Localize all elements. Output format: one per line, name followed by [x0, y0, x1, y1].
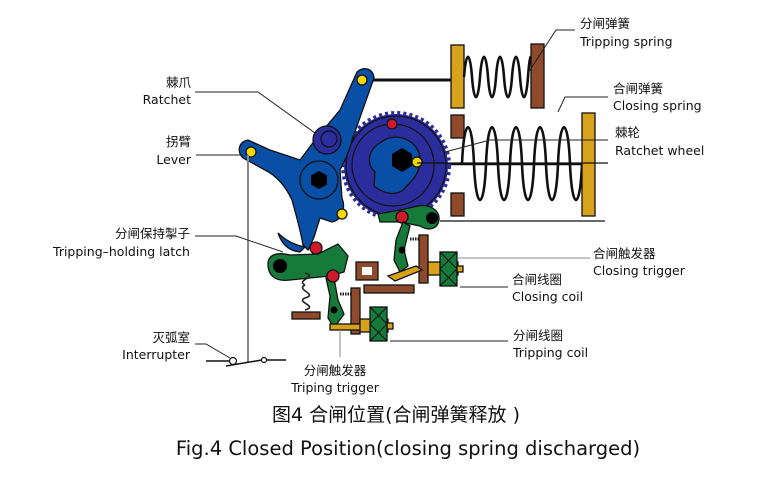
closing-trigger-link	[386, 265, 424, 282]
tripping-spring-brown-plate	[530, 43, 545, 109]
label-ratchet: 棘爪 Ratchet	[143, 75, 192, 107]
main-lever	[238, 67, 375, 253]
label-tripping-holding-latch-zh: 分闸保持掣子	[115, 226, 190, 241]
label-tripping-holding-latch-en: Tripping–holding latch	[52, 244, 190, 259]
leader-interrupter	[195, 343, 231, 359]
figure-caption-en: Fig.4 Closed Position(closing spring dis…	[176, 437, 640, 460]
closing-latch-red-pin	[395, 210, 409, 224]
lever-bottom-yellow-pin	[336, 208, 348, 220]
leader-closing-spring	[557, 96, 608, 113]
leader-ratchet	[195, 91, 316, 134]
closing-coil	[439, 251, 458, 287]
interrupter-contact-left	[228, 356, 238, 366]
interrupter-switch	[206, 356, 286, 367]
tripping-spring	[462, 55, 535, 99]
label-closing-trigger-zh: 合闸触发器	[593, 246, 656, 261]
lever-hook	[277, 232, 307, 253]
trip-trigger-red-pin	[326, 269, 340, 283]
label-closing-trigger: 合闸触发器 Closing trigger	[593, 246, 686, 278]
label-ratchet-wheel-zh: 棘轮	[615, 125, 640, 140]
closing-trigger-pivot	[398, 246, 406, 254]
latch-body	[267, 243, 349, 282]
label-lever-en: Lever	[156, 152, 192, 167]
closing-plunger-tip	[456, 265, 464, 273]
trip-plunger-tip	[386, 322, 394, 330]
interrupter-blade	[225, 359, 263, 367]
label-closing-spring-zh: 合闸弹簧	[613, 81, 663, 96]
ratchet-wheel	[341, 111, 451, 221]
closing-spring-assembly	[412, 112, 605, 222]
tripping-spring-gold-plate	[450, 44, 465, 109]
label-lever-zh: 拐臂	[166, 134, 191, 149]
closing-spring-brown-plate-top	[450, 114, 465, 139]
latch-spring	[301, 272, 311, 311]
label-closing-spring: 合闸弹簧 Closing spring	[613, 81, 702, 113]
label-interrupter-en: Interrupter	[122, 347, 191, 362]
tripping-trigger-latch	[325, 269, 394, 342]
leader-tripping-holding-latch	[195, 235, 284, 253]
label-triping-trigger-zh: 分闸触发器	[304, 363, 367, 378]
label-tripping-spring: 分闸弹簧 Tripping spring	[579, 16, 673, 49]
latch-red-pin	[309, 241, 323, 255]
figure-caption-zh: 图4 合闸位置(合闸弹簧释放 )	[272, 404, 520, 426]
lever-shaft-hex	[311, 171, 327, 189]
tripping-coil	[369, 306, 388, 342]
trip-trigger-body	[325, 277, 345, 330]
label-ratchet-wheel-en: Ratchet wheel	[615, 143, 704, 158]
label-interrupter-zh: 灭弧室	[152, 330, 190, 345]
tripping-coil-winding	[369, 306, 388, 342]
label-closing-coil-en: Closing coil	[512, 289, 583, 304]
closing-damper-window	[362, 267, 372, 275]
wheel-shaft-hex	[392, 148, 412, 172]
label-ratchet-zh: 棘爪	[166, 75, 192, 90]
leader-ratchet-wheel	[444, 139, 608, 153]
closing-trigger-base	[363, 284, 415, 294]
label-ratchet-en: Ratchet	[143, 92, 191, 107]
lever-left-yellow-pin	[245, 146, 257, 158]
label-tripping-coil-en: Tripping coil	[512, 345, 588, 360]
closing-spring-brown-plate-bottom	[450, 192, 465, 217]
closing-trigger-latch	[355, 204, 464, 294]
label-closing-spring-en: Closing spring	[613, 98, 702, 113]
interrupter-contact-right	[260, 356, 268, 364]
tripping-holding-latch	[267, 241, 349, 320]
closing-coil-winding	[439, 251, 458, 287]
label-closing-coil-zh: 合闸线圈	[512, 272, 562, 287]
label-triping-trigger: 分闸触发器 Triping trigger	[290, 363, 380, 395]
tripping-spring-assembly	[372, 43, 545, 109]
trip-trigger-stop	[350, 287, 361, 335]
trip-trigger-pivot	[330, 306, 338, 314]
label-closing-coil: 合闸线圈 Closing coil	[512, 272, 583, 304]
closing-trigger-stop	[418, 234, 429, 284]
label-closing-trigger-en: Closing trigger	[593, 263, 686, 278]
closing-spring	[460, 126, 584, 202]
label-tripping-coil: 分闸线圈 Tripping coil	[512, 328, 588, 360]
leader-tripping-spring	[527, 29, 575, 74]
label-tripping-coil-zh: 分闸线圈	[513, 328, 563, 343]
latch-pivot	[273, 259, 287, 273]
label-ratchet-wheel: 棘轮 Ratchet wheel	[615, 125, 704, 158]
closing-latch-pivot	[426, 212, 438, 224]
leader-lines	[195, 29, 608, 359]
label-triping-trigger-en: Triping trigger	[290, 380, 380, 395]
lever-top-yellow-pin	[356, 74, 368, 86]
latch-spring-base	[291, 311, 321, 320]
wheel-red-pin	[386, 118, 398, 130]
label-lever: 拐臂 Lever	[156, 134, 192, 167]
closing-spring-gold-plate	[581, 112, 596, 217]
label-interrupter: 灭弧室 Interrupter	[122, 330, 191, 362]
label-tripping-holding-latch: 分闸保持掣子 Tripping–holding latch	[52, 226, 190, 259]
wheel-yellow-pin	[411, 156, 423, 168]
label-tripping-spring-zh: 分闸弹簧	[580, 16, 630, 31]
lever-body	[238, 67, 375, 252]
ratchet-pawl-ring	[320, 130, 338, 148]
label-tripping-spring-en: Tripping spring	[579, 34, 673, 49]
